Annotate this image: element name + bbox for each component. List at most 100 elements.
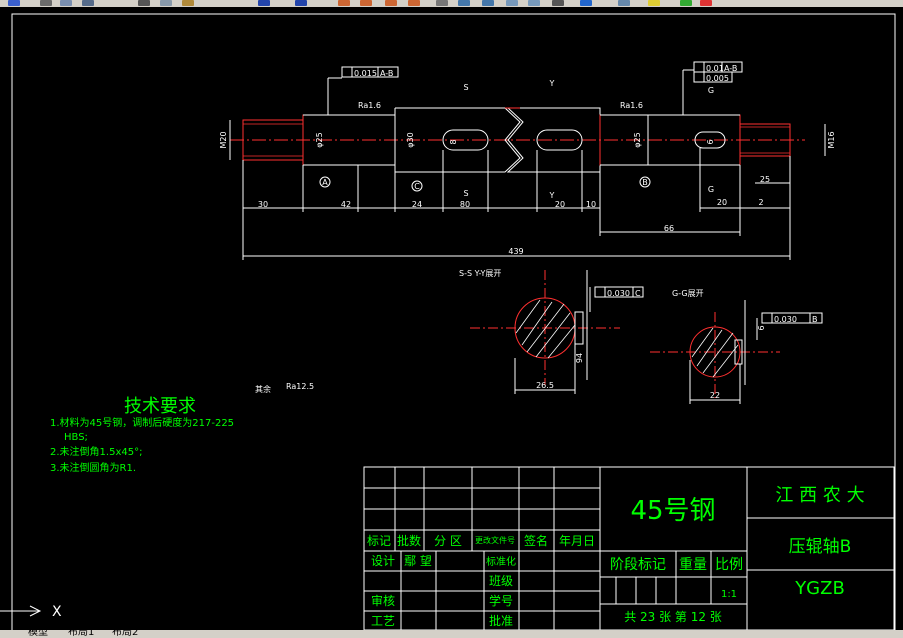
student-id-label: 学号 [489, 593, 513, 608]
tol-runout-1: 0.015 [354, 69, 377, 78]
ucs-x-label: X [52, 604, 62, 620]
title-block: 45号钢 江 西 农 大 压辊轴B YGZB 标记 批数 分 区 更改文件号 签… [363, 466, 895, 630]
zoom-realtime-icon[interactable] [360, 0, 372, 6]
drawing-canvas[interactable]: 30 42 24 80 20 10 20 2 25 66 439 M20 M16… [0, 7, 903, 630]
header-doc: 更改文件号 [475, 535, 515, 545]
sheet-count: 共 23 张 第 12 张 [624, 610, 722, 624]
dimension-lines [229, 69, 826, 260]
part-name-label: 压辊轴B [789, 537, 852, 557]
review-label: 审核 [371, 593, 395, 608]
scale-value: 1:1 [721, 589, 737, 600]
datum-b: B [642, 178, 648, 187]
thread-m16-segment [739, 123, 791, 157]
undo-icon[interactable] [258, 0, 270, 6]
paste-icon[interactable] [182, 0, 194, 6]
note-2: 2.未注倒角1.5x45°; [50, 445, 142, 458]
dim-m20: M20 [219, 131, 228, 148]
gdt-frames [319, 61, 823, 324]
dim-80: 80 [460, 200, 470, 209]
cad-toolbar [0, 0, 903, 7]
markup-icon[interactable] [528, 0, 540, 6]
roughness-1: Ra1.6 [358, 101, 381, 110]
design-center-icon[interactable] [458, 0, 470, 6]
zoom-previous-icon[interactable] [408, 0, 420, 6]
tol-sym-1: 0.030 [607, 289, 630, 298]
save-icon[interactable] [8, 0, 20, 6]
keyway-y [536, 129, 583, 151]
section-views [470, 270, 780, 404]
tol-datum-3: C [635, 289, 641, 298]
shaft-main-view [230, 107, 805, 173]
standardization-label: 标准化 [486, 555, 516, 568]
layer-color-icon[interactable] [680, 0, 692, 6]
dim-25: 25 [760, 175, 770, 184]
layer-prev-icon[interactable] [700, 0, 712, 6]
tol-sym-2: 0.030 [774, 315, 797, 324]
mark-g-bottom: G [708, 185, 714, 194]
copy-icon[interactable] [160, 0, 172, 6]
notes-title: 技术要求 [124, 396, 196, 417]
print-icon[interactable] [40, 0, 52, 6]
dim-26-5: 26.5 [536, 381, 554, 390]
tol-datum-1: A-B [380, 69, 393, 78]
roughness-rest: Ra12.5 [286, 382, 314, 391]
pan-icon[interactable] [338, 0, 350, 6]
dim-2: 2 [758, 198, 763, 207]
dim-6b: 6 [757, 325, 766, 330]
dim-phi30: φ30 [406, 132, 415, 147]
dim-42: 42 [341, 200, 351, 209]
ucs-icon: X [0, 604, 62, 620]
designer-name: 鄢 望 [404, 554, 432, 568]
layer-state-icon[interactable] [648, 0, 660, 6]
roughness-2: Ra1.6 [620, 101, 643, 110]
keyway-s [442, 129, 489, 151]
datum-c: C [414, 182, 420, 191]
dim-20b: 20 [717, 198, 727, 207]
header-count: 批数 [397, 533, 421, 548]
help-icon[interactable] [580, 0, 592, 6]
material-label: 45号钢 [630, 496, 715, 526]
dim-94: 94 [575, 353, 584, 363]
preview-icon[interactable] [60, 0, 72, 6]
tol-datum-2: A-B [724, 64, 737, 73]
tol-runout-2: 0.01 [706, 64, 724, 73]
properties-icon[interactable] [436, 0, 448, 6]
dim-10: 10 [586, 200, 596, 209]
redo-icon[interactable] [295, 0, 307, 6]
header-sign: 签名 [524, 533, 548, 548]
calculator-icon[interactable] [552, 0, 564, 6]
rest-label: 其余 [255, 384, 271, 394]
stage-label: 阶段标记 [610, 557, 666, 573]
dim-8: 8 [449, 139, 458, 144]
mark-y-top: Y [549, 79, 555, 88]
dim-66: 66 [664, 224, 674, 233]
tol-flat-2: 0.005 [706, 74, 729, 83]
publish-icon[interactable] [82, 0, 94, 6]
mark-y-bottom: Y [549, 191, 555, 200]
tab-model[interactable]: 模型 [28, 630, 48, 638]
header-mark: 标记 [367, 534, 391, 548]
dim-m16: M16 [827, 131, 836, 148]
layout-tabs: 模型 布局1 布局2 [0, 630, 903, 638]
note-1-cont: HBS; [64, 432, 88, 443]
tool-palette-icon[interactable] [482, 0, 494, 6]
sheet-set-icon[interactable] [506, 0, 518, 6]
tab-layout1[interactable]: 布局1 [68, 630, 95, 638]
cut-icon[interactable] [138, 0, 150, 6]
scale-label: 比例 [715, 557, 743, 573]
part-code-label: YGZB [794, 578, 845, 599]
layer-icon[interactable] [618, 0, 630, 6]
tab-layout2[interactable]: 布局2 [112, 630, 139, 638]
process-label: 工艺 [371, 614, 395, 628]
class-label: 班级 [489, 574, 513, 588]
header-zone: 分 区 [434, 534, 462, 548]
zoom-window-icon[interactable] [385, 0, 397, 6]
note-3: 3.未注倒圆角为R1. [50, 461, 136, 474]
weight-label: 重量 [679, 557, 707, 573]
dim-phi25b: φ25 [633, 132, 642, 147]
mark-s-top: S [463, 83, 468, 92]
header-date: 年月日 [559, 534, 595, 548]
section-title-ss: S-S Y-Y展开 [459, 269, 501, 278]
datum-a: A [322, 178, 328, 187]
dim-24: 24 [412, 200, 422, 209]
